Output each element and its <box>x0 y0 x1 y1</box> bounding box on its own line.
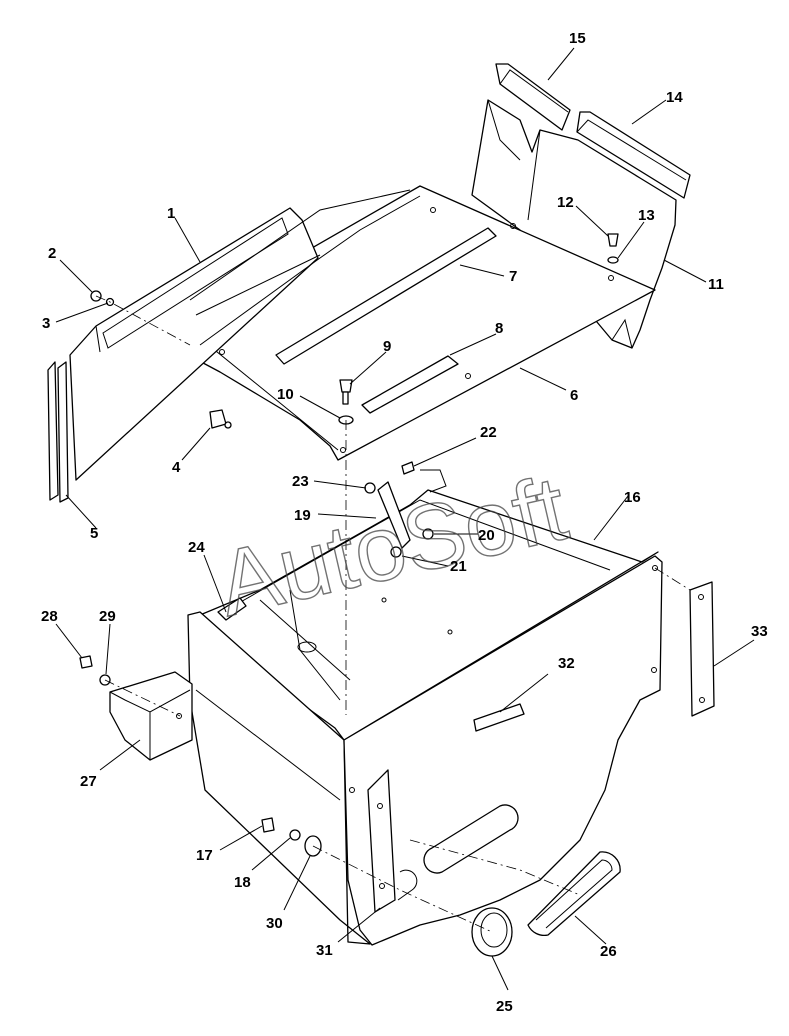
callout-19: 19 <box>294 507 311 524</box>
large-gasket <box>527 851 621 937</box>
callout-17: 17 <box>196 847 213 864</box>
serrated-back-plate <box>69 189 421 481</box>
callout-22: 22 <box>480 424 497 441</box>
callout-5: 5 <box>90 525 98 542</box>
callout-2: 2 <box>48 245 56 262</box>
callout-6: 6 <box>570 387 578 404</box>
callout-24: 24 <box>188 539 205 556</box>
callout-30: 30 <box>266 915 283 932</box>
callout-4: 4 <box>172 459 181 476</box>
alignment-lines <box>95 295 691 933</box>
seal-profile <box>47 361 69 503</box>
top-strip-right <box>576 111 691 199</box>
long-slot <box>275 227 497 365</box>
callout-32: 32 <box>558 655 575 672</box>
link-arm <box>377 481 411 549</box>
callout-11: 11 <box>708 276 724 293</box>
leader-lines <box>55 47 755 991</box>
callout-1: 1 <box>167 205 175 222</box>
callout-10: 10 <box>277 386 294 403</box>
callout-15: 15 <box>569 30 586 47</box>
callout-29: 29 <box>99 608 116 625</box>
callout-12: 12 <box>557 194 574 211</box>
callout-labels: 1 2 3 4 5 6 7 8 9 10 11 12 13 14 15 16 1… <box>41 30 768 1015</box>
callout-23: 23 <box>292 473 309 490</box>
callout-33: 33 <box>751 623 768 640</box>
callout-18: 18 <box>234 874 251 891</box>
callout-8: 8 <box>495 320 503 337</box>
callout-16: 16 <box>624 489 641 506</box>
callout-13: 13 <box>638 207 655 224</box>
hinge-plate <box>217 597 247 621</box>
side-bar <box>689 581 715 717</box>
callout-27: 27 <box>80 773 97 790</box>
callout-20: 20 <box>478 527 495 544</box>
callout-9: 9 <box>383 338 391 355</box>
callout-21: 21 <box>450 558 467 575</box>
callout-31: 31 <box>316 942 333 959</box>
callout-14: 14 <box>666 89 683 106</box>
callout-25: 25 <box>496 998 513 1015</box>
callout-7: 7 <box>509 268 517 285</box>
label-plate <box>473 703 525 732</box>
top-strip-left <box>495 63 571 131</box>
step-block <box>109 671 193 761</box>
grommet-ring <box>471 907 513 957</box>
callout-3: 3 <box>42 315 50 332</box>
housing-box <box>187 489 663 946</box>
short-slot <box>361 355 459 414</box>
callout-28: 28 <box>41 608 58 625</box>
callout-26: 26 <box>600 943 617 960</box>
